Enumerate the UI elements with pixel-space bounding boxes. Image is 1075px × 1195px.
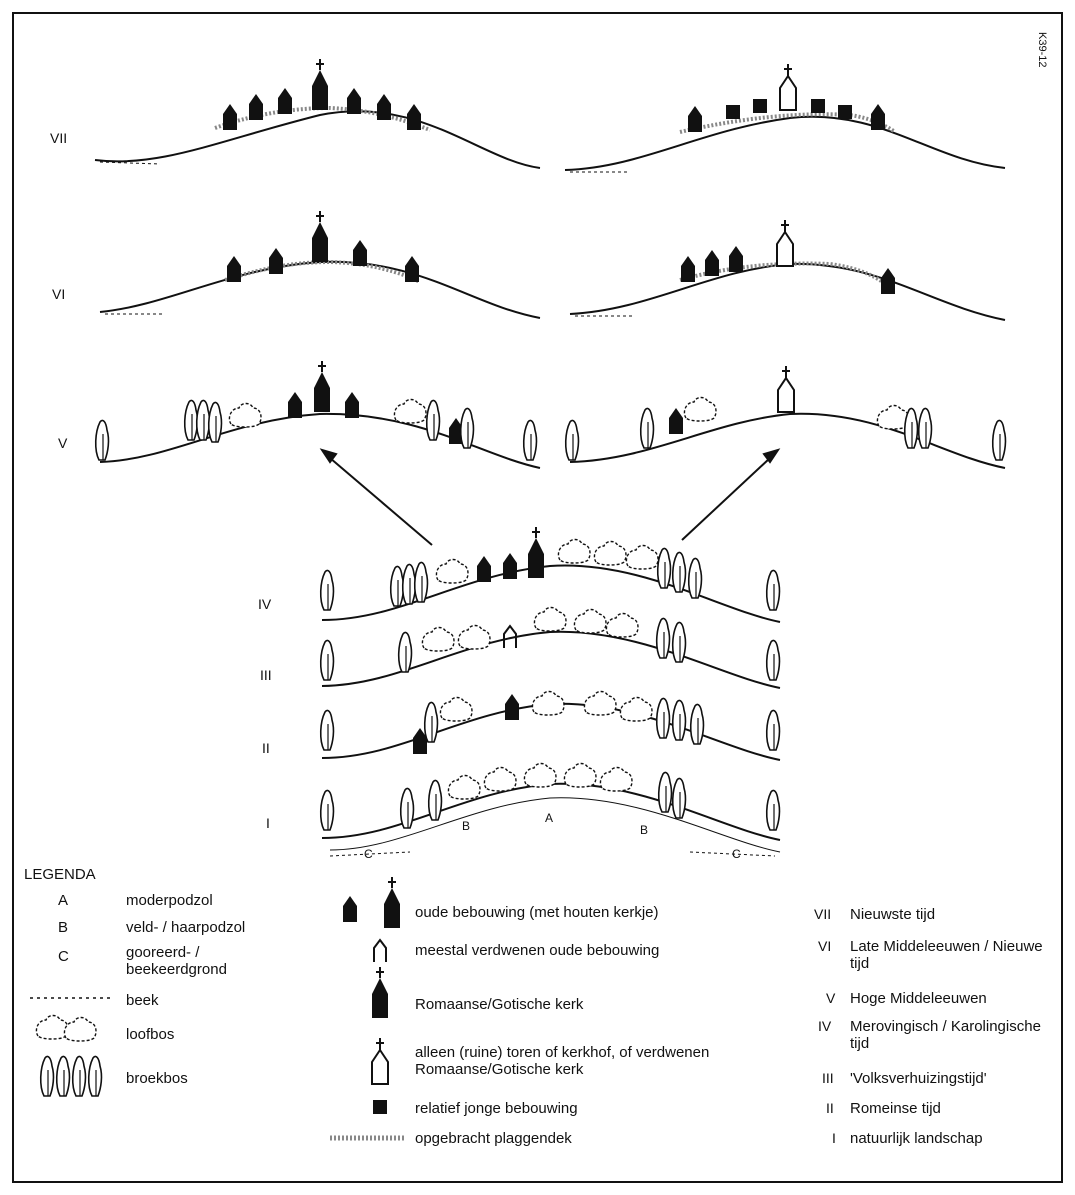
legend-plaggendek: opgebracht plaggendek	[415, 1130, 572, 1147]
legend-period-code-I: I	[832, 1130, 836, 1147]
legend-beek-label: beek	[126, 992, 159, 1009]
legend-broekbos-label: broekbos	[126, 1070, 188, 1087]
panel-VII-left	[95, 59, 540, 168]
legend-period-label-III: 'Volksverhuizingstijd'	[850, 1070, 987, 1087]
soil-letter-B-left: B	[462, 818, 470, 835]
legend-soil-key-A: A	[58, 892, 68, 909]
period-label-V: V	[58, 435, 67, 452]
soil-letter-A: A	[545, 810, 553, 827]
period-label-III: III	[260, 667, 272, 684]
panel-VI-right	[570, 220, 1005, 320]
legend-period-code-VI: VI	[818, 938, 831, 955]
legend-soil-label-A: moderpodzol	[126, 892, 213, 909]
legend-swatches	[30, 877, 405, 1138]
legend-soil-key-C: C	[58, 948, 69, 965]
panel-V-right	[566, 366, 1006, 468]
legend-period-code-III: III	[822, 1070, 834, 1087]
period-label-VI: VI	[52, 286, 65, 303]
legend-period-label-VII: Nieuwste tijd	[850, 906, 935, 923]
soil-letter-C-left: C	[364, 846, 373, 863]
soil-letter-C-right: C	[732, 846, 741, 863]
legend-period-label-IV: Merovingisch / Karolingische tijd	[850, 1018, 1045, 1052]
period-label-II: II	[262, 740, 270, 757]
legend-period-code-IV: IV	[818, 1018, 831, 1035]
panel-V-left	[96, 361, 540, 468]
legend-soil-label-C: gooreerd- / beekeerdgrond	[126, 944, 301, 978]
legend-period-code-V: V	[826, 990, 835, 1007]
soil-letter-B-right: B	[640, 822, 648, 839]
legend-building-church: Romaanse/Gotische kerk	[415, 996, 583, 1013]
legend-building-old: oude bebouwing (met houten kerkje)	[415, 904, 659, 921]
legend-period-code-VII: VII	[814, 906, 831, 923]
legend-soil-key-B: B	[58, 919, 68, 936]
period-label-IV: IV	[258, 596, 271, 613]
panel-III	[321, 608, 780, 689]
legend-heading: LEGENDA	[24, 866, 96, 883]
legend-soil-label-B: veld- / haarpodzol	[126, 919, 245, 936]
legend-period-label-V: Hoge Middeleeuwen	[850, 990, 987, 1007]
legend-period-label-II: Romeinse tijd	[850, 1100, 941, 1117]
figure-code: K39-12	[1036, 32, 1048, 67]
panel-VII-right	[565, 64, 1005, 172]
legend-building-vanished: meestal verdwenen oude bebouwing	[415, 942, 659, 959]
legend-building-ruin: alleen (ruine) toren of kerkhof, of verd…	[415, 1044, 785, 1078]
period-label-I: I	[266, 815, 270, 832]
period-label-VII: VII	[50, 130, 67, 147]
legend-period-label-I: natuurlijk landschap	[850, 1130, 983, 1147]
legend-loofbos-label: loofbos	[126, 1026, 174, 1043]
legend-period-label-VI: Late Middeleeuwen / Nieuwe tijd	[850, 938, 1045, 972]
legend-building-young: relatief jonge bebouwing	[415, 1100, 578, 1117]
legend-period-code-II: II	[826, 1100, 834, 1117]
panel-II	[321, 692, 780, 761]
arrows	[322, 450, 778, 545]
panel-VI-left	[100, 211, 540, 318]
